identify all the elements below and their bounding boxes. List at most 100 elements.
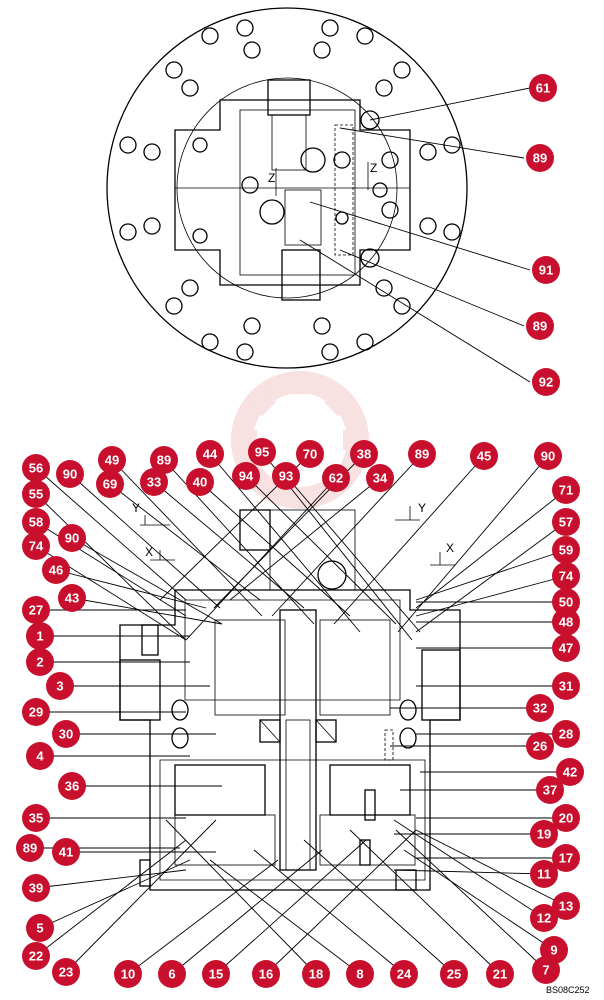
top-view	[106, 7, 468, 369]
callout-bottom-47: 47	[552, 634, 580, 662]
callout-label: 89	[157, 453, 171, 468]
callout-label: 90	[541, 449, 555, 464]
callout-bottom-20: 20	[552, 804, 580, 832]
callout-label: 89	[23, 841, 37, 856]
callout-bottom-27: 27	[22, 596, 50, 624]
callout-circle	[556, 758, 584, 786]
leader-line	[415, 489, 567, 609]
callout-bottom-69: 69	[96, 470, 124, 498]
callout-bottom-45: 45	[470, 442, 498, 470]
callout-label: 46	[49, 563, 63, 578]
callout-bottom-34: 34	[366, 464, 394, 492]
section-label-x-left: X	[145, 545, 153, 559]
callout-circle	[552, 536, 580, 564]
callout-circle	[532, 956, 560, 984]
callout-label: 74	[29, 539, 44, 554]
callout-label: 16	[259, 967, 273, 982]
callout-top-89: 89	[526, 312, 554, 340]
callout-circle	[22, 480, 50, 508]
callout-circle	[552, 562, 580, 590]
callout-circle	[552, 804, 580, 832]
callout-circle	[350, 440, 378, 468]
callout-bottom-44: 44	[196, 440, 224, 468]
callout-bottom-36: 36	[58, 772, 86, 800]
callout-circle	[470, 442, 498, 470]
callout-circle	[530, 904, 558, 932]
callout-label: 43	[65, 591, 79, 606]
callout-label: 91	[539, 263, 553, 278]
callout-label: 24	[397, 967, 412, 982]
callout-circle	[552, 720, 580, 748]
callout-label: 21	[493, 967, 507, 982]
callout-bottom-41: 41	[52, 838, 80, 866]
callout-circle	[526, 732, 554, 760]
callout-label: 47	[559, 641, 573, 656]
callout-circle	[46, 672, 74, 700]
callout-circle	[536, 776, 564, 804]
callout-circle	[530, 860, 558, 888]
callout-bottom-15: 15	[202, 960, 230, 988]
callout-label: 45	[477, 449, 491, 464]
callout-bottom-62: 62	[322, 464, 350, 492]
callout-circle	[302, 960, 330, 988]
callout-label: 90	[63, 467, 77, 482]
leader-line	[109, 483, 261, 601]
callout-bottom-38: 38	[350, 440, 378, 468]
callout-label: 28	[559, 727, 573, 742]
callout-circle	[22, 874, 50, 902]
callout-label: 33	[147, 475, 161, 490]
callout-bottom-42: 42	[556, 758, 584, 786]
callout-bottom-11: 11	[530, 860, 558, 888]
callout-circle	[322, 464, 350, 492]
leader-line	[165, 819, 317, 975]
callout-circle	[140, 468, 168, 496]
callout-label: 92	[539, 375, 553, 390]
callout-label: 13	[559, 899, 573, 914]
callout-label: 89	[415, 447, 429, 462]
section-label-y-right: Y	[418, 501, 426, 515]
callout-bottom-37: 37	[536, 776, 564, 804]
callout-label: 15	[209, 967, 223, 982]
callout-bottom-21: 21	[486, 960, 514, 988]
callout-bottom-1: 1	[26, 622, 54, 650]
callout-circle	[526, 694, 554, 722]
callout-bottom-32: 32	[526, 694, 554, 722]
leader-line	[69, 473, 221, 609]
callout-label: 35	[29, 811, 43, 826]
callout-circle	[26, 742, 54, 770]
callout-label: 42	[563, 765, 577, 780]
callout-bottom-46: 46	[42, 556, 70, 584]
callout-bottom-18: 18	[302, 960, 330, 988]
callout-label: 59	[559, 543, 573, 558]
leader-line	[393, 869, 545, 875]
callout-label: 26	[533, 739, 547, 754]
callout-label: 36	[65, 779, 79, 794]
callout-bottom-70: 70	[296, 440, 324, 468]
leader-line	[35, 839, 187, 957]
callout-circle	[22, 532, 50, 560]
leader-line	[265, 829, 417, 975]
callout-bottom-5: 5	[26, 914, 54, 942]
callout-bottom-58: 58	[22, 508, 50, 536]
callout-label: 3	[56, 679, 63, 694]
callout-circle	[526, 144, 554, 172]
callout-top-91: 91	[532, 256, 560, 284]
callout-circle	[529, 74, 557, 102]
callout-bottom-48: 48	[552, 608, 580, 636]
callout-bottom-74: 74	[22, 532, 50, 560]
callout-bottom-12: 12	[530, 904, 558, 932]
callout-label: 94	[239, 469, 254, 484]
callout-label: 48	[559, 615, 573, 630]
leader-line	[153, 481, 305, 609]
leader-line	[271, 453, 423, 617]
callout-label: 17	[559, 851, 573, 866]
callout-circle	[42, 556, 70, 584]
callout-circle	[552, 892, 580, 920]
callout-bottom-90: 90	[58, 524, 86, 552]
leader-line	[415, 521, 567, 633]
leader-line	[395, 829, 547, 971]
callout-label: 1	[36, 629, 43, 644]
leader-line	[215, 839, 367, 975]
callout-circle	[552, 588, 580, 616]
